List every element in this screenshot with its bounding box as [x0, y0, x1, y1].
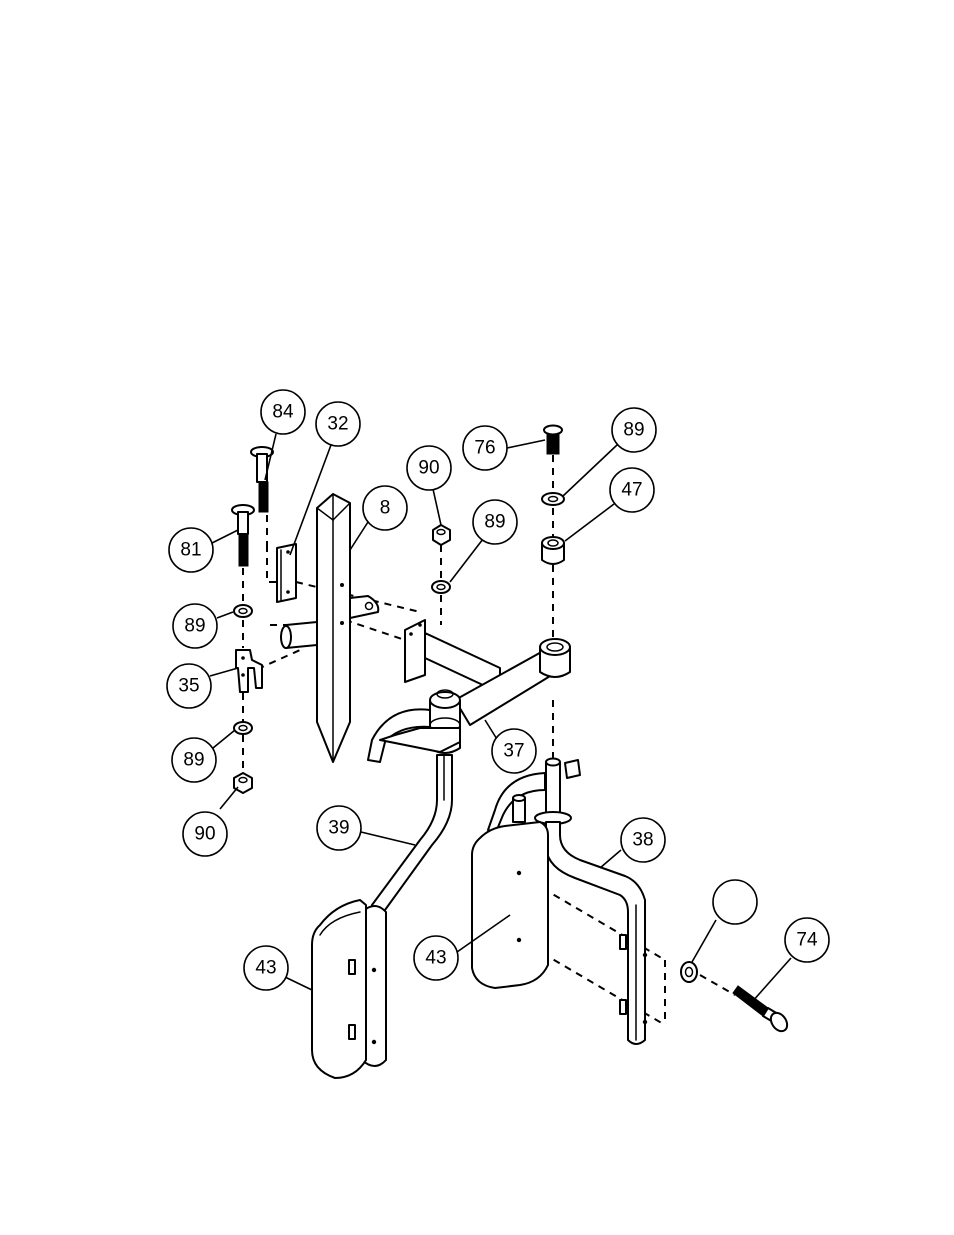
washer-89-middle — [432, 581, 450, 593]
callout-43-right-label: 43 — [425, 948, 446, 969]
callout-8: 8 — [363, 486, 407, 530]
clevis-35 — [236, 650, 262, 692]
callout-74-label: 74 — [796, 930, 818, 951]
bolt-81 — [232, 505, 254, 566]
callout-89-b-label: 89 — [183, 750, 204, 771]
callout-43-left-label: 43 — [255, 958, 276, 979]
callout-35-label: 35 — [178, 676, 199, 697]
callout-89-b: 89 — [172, 738, 216, 782]
callout-blank — [713, 880, 757, 924]
callout-84: 84 — [261, 390, 305, 434]
bolt-84 — [251, 447, 273, 512]
callout-89-a: 89 — [173, 604, 217, 648]
callout-90-b: 90 — [183, 812, 227, 856]
callout-32: 32 — [316, 402, 360, 446]
nut-90-middle — [433, 525, 450, 545]
callout-74: 74 — [785, 918, 829, 962]
callout-89-a-label: 89 — [184, 616, 205, 637]
bushing-47 — [542, 537, 564, 564]
callout-89-c-label: 89 — [484, 512, 505, 533]
washer-89-left-top — [234, 605, 252, 617]
washer-89-right — [542, 493, 564, 505]
callout-90-a: 90 — [407, 446, 451, 490]
pad-43-right — [472, 822, 548, 988]
callout-8-label: 8 — [380, 498, 391, 519]
callout-81-label: 81 — [180, 540, 201, 561]
bolt-74 — [733, 986, 790, 1034]
callout-39: 39 — [317, 806, 361, 850]
callout-39-label: 39 — [328, 818, 349, 839]
callout-38: 38 — [621, 818, 665, 862]
arm-37 — [368, 620, 570, 762]
callout-90-a-label: 90 — [418, 458, 439, 479]
callout-43-right: 43 — [414, 936, 458, 980]
callout-35: 35 — [167, 664, 211, 708]
callout-90-b-label: 90 — [194, 824, 215, 845]
post-8 — [281, 494, 378, 762]
callout-37: 37 — [492, 729, 536, 773]
callout-89-d: 89 — [612, 408, 656, 452]
callout-43-left: 43 — [244, 946, 288, 990]
callout-32-label: 32 — [327, 414, 348, 435]
callout-37-label: 37 — [503, 741, 524, 762]
callout-76: 76 — [463, 426, 507, 470]
bolt-76 — [544, 426, 562, 455]
arm-39 — [362, 755, 452, 1066]
callout-89-d-label: 89 — [623, 420, 644, 441]
washer-89-left-bottom — [234, 722, 252, 734]
washer-unlabeled — [681, 962, 697, 982]
callout-47-label: 47 — [621, 480, 642, 501]
callout-38-label: 38 — [632, 830, 653, 851]
pad-43-left — [312, 900, 376, 1078]
callout-81: 81 — [169, 528, 213, 572]
callout-76-label: 76 — [474, 438, 495, 459]
callout-84-label: 84 — [272, 402, 294, 423]
callout-89-c: 89 — [473, 500, 517, 544]
plate-32 — [277, 544, 296, 602]
nut-90-left — [234, 773, 252, 793]
callout-47: 47 — [610, 468, 654, 512]
